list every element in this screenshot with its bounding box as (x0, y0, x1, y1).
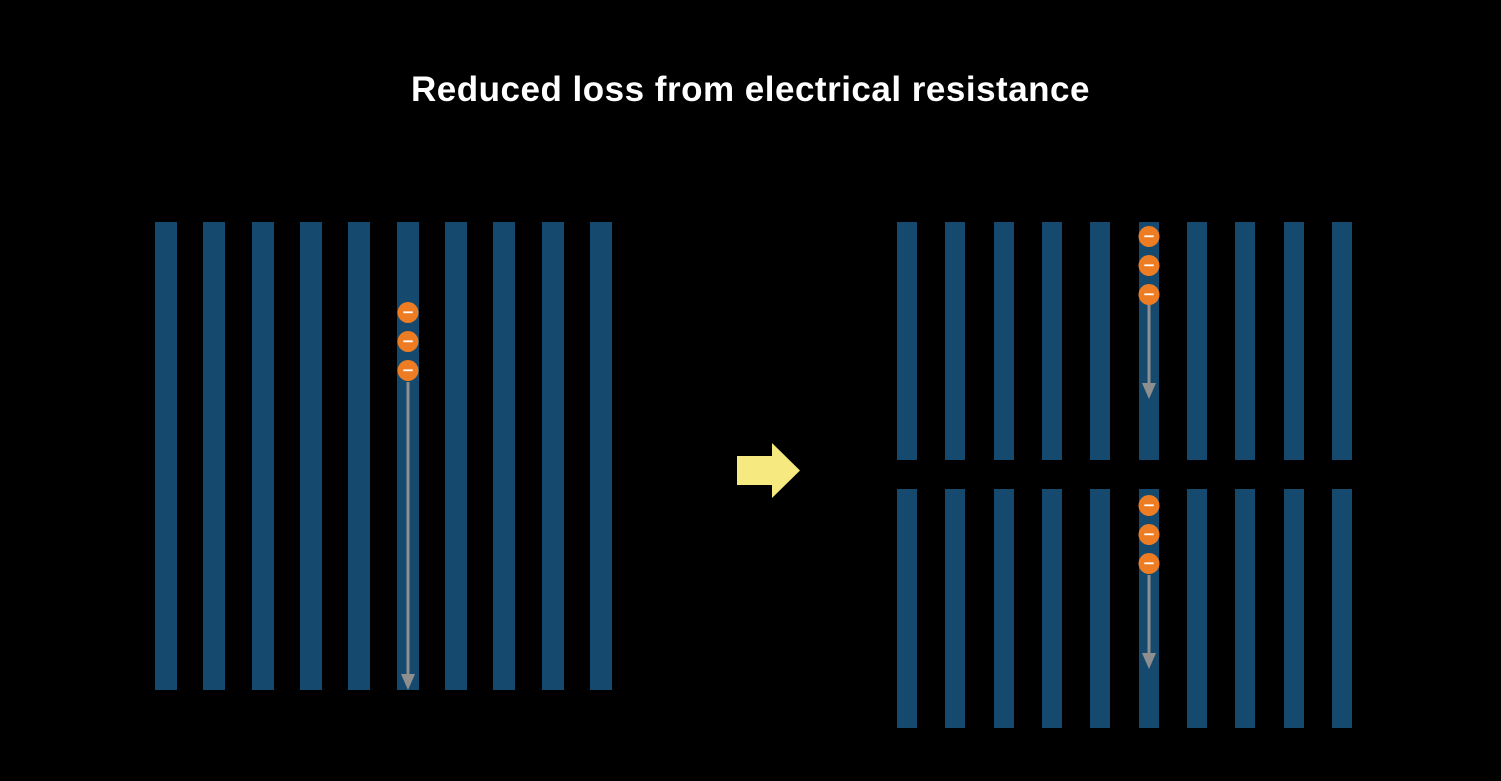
half-cell-top-bars (897, 222, 1352, 460)
cell-finger-bar (589, 222, 612, 690)
electron-icon: − (1138, 524, 1160, 545)
cell-finger-bar (1331, 222, 1352, 460)
electron-icon: − (397, 360, 419, 381)
cell-finger-bar (251, 222, 274, 690)
cell-finger-bar (348, 222, 371, 690)
cell-finger-bar (1331, 489, 1352, 728)
cell-finger-bar (993, 222, 1014, 460)
half-cell-top-electron-group: − − − (1138, 226, 1160, 305)
cell-finger-bar (155, 222, 177, 690)
cell-finger-bar (897, 222, 917, 460)
cell-finger-bar (1090, 222, 1111, 460)
long-current-flow-arrow-icon (401, 382, 415, 690)
cell-finger-bar (993, 489, 1014, 728)
full-cell-bars (155, 222, 612, 690)
cell-finger-bar (1090, 489, 1111, 728)
short-current-flow-arrow-icon (1142, 575, 1156, 669)
cell-finger-bar (1186, 489, 1207, 728)
cell-finger-bar (897, 489, 917, 728)
electron-icon: − (397, 302, 419, 323)
electron-icon: − (1138, 255, 1160, 276)
transition-right-arrow-icon (737, 443, 800, 498)
full-cell-electron-group: − − − (397, 302, 419, 381)
electron-icon: − (1138, 553, 1160, 574)
half-cell-bottom-bars (897, 489, 1352, 728)
full-cell-panel: − − − (155, 222, 612, 690)
cell-finger-bar (1041, 489, 1062, 728)
electron-icon: − (397, 331, 419, 352)
cell-finger-bar (1235, 222, 1256, 460)
cell-finger-bar (299, 222, 322, 690)
electron-icon: − (1138, 226, 1160, 247)
cell-finger-bar (945, 489, 966, 728)
half-cell-top-panel: − − − (897, 222, 1352, 460)
half-cell-bottom-panel: − − − (897, 489, 1352, 728)
electron-icon: − (1138, 284, 1160, 305)
cell-finger-bar (493, 222, 516, 690)
cell-finger-bar (1041, 222, 1062, 460)
cell-finger-bar (945, 222, 966, 460)
cell-finger-bar (1235, 489, 1256, 728)
short-current-flow-arrow-icon (1142, 305, 1156, 399)
half-cell-bottom-electron-group: − − − (1138, 495, 1160, 574)
cell-finger-bar (1283, 489, 1304, 728)
cell-finger-bar (203, 222, 226, 690)
cell-finger-bar (541, 222, 564, 690)
cell-finger-bar (1186, 222, 1207, 460)
cell-finger-bar (444, 222, 467, 690)
diagram-title: Reduced loss from electrical resistance (411, 70, 1090, 109)
electron-icon: − (1138, 495, 1160, 516)
cell-finger-bar (1283, 222, 1304, 460)
